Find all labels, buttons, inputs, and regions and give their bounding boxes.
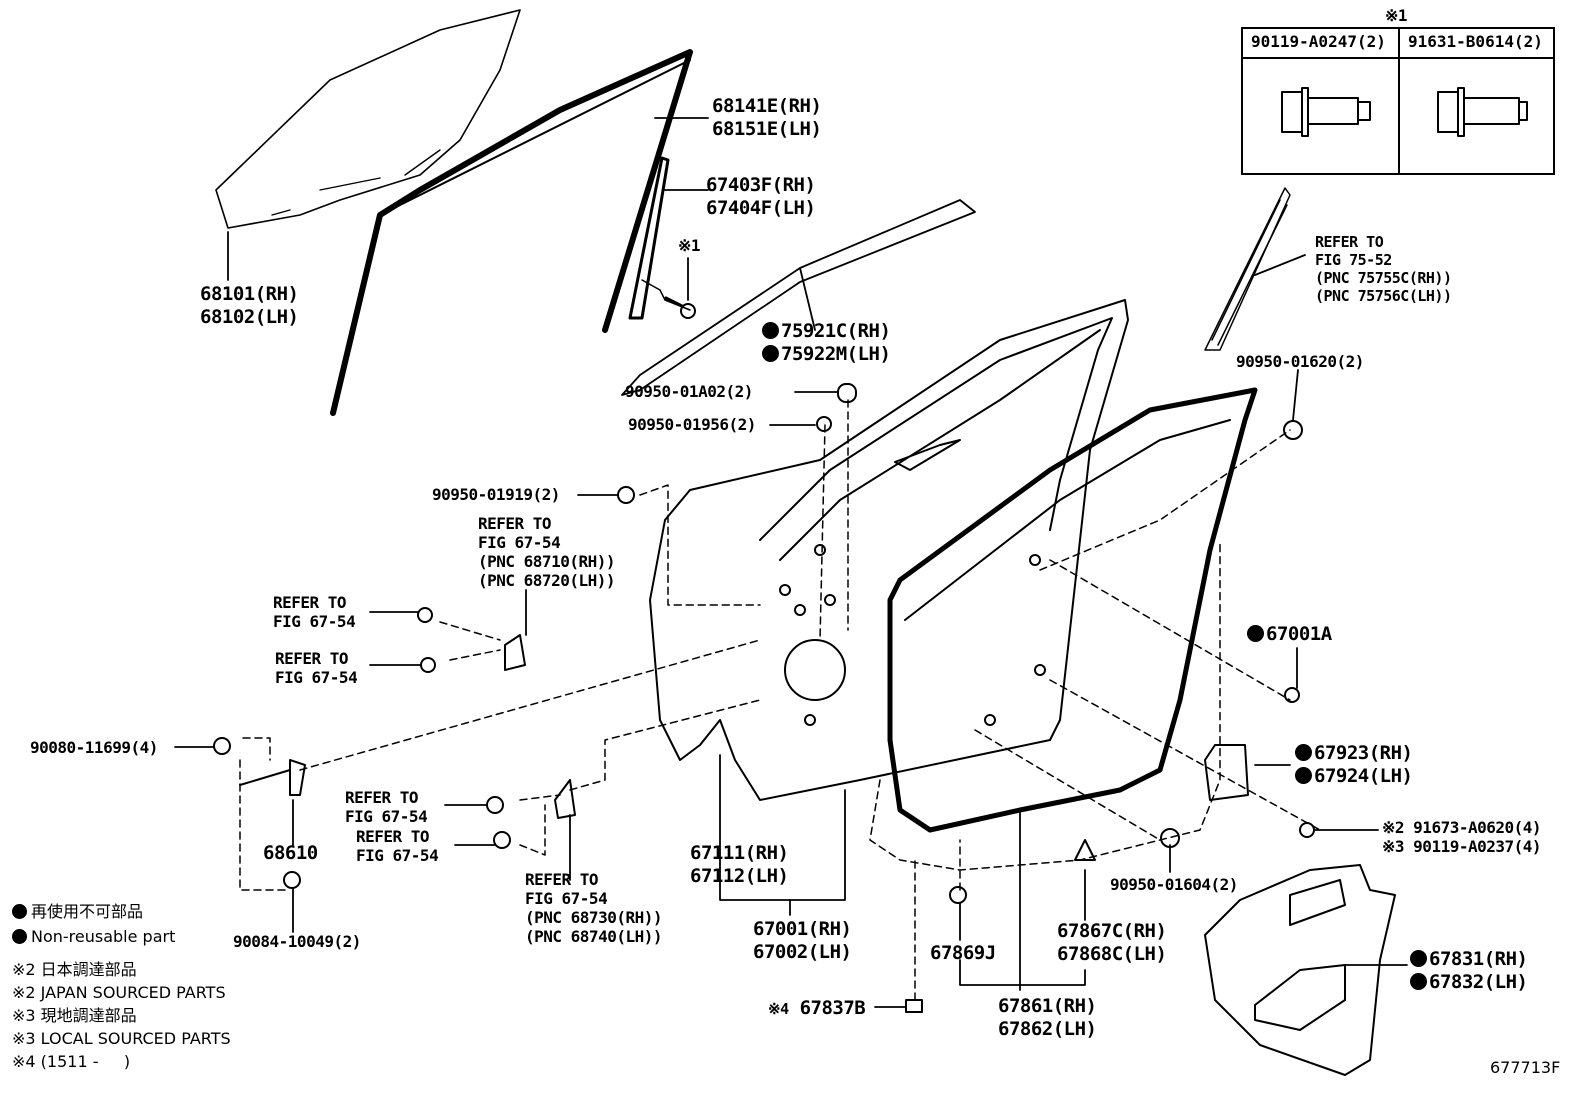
- part-67001a[interactable]: 67001A: [1247, 623, 1332, 646]
- pillar-garnish-drawing: [1204, 187, 1291, 351]
- part-67831[interactable]: 67831(RH)67832(LH): [1410, 948, 1528, 994]
- service-cover-drawing: [1204, 864, 1396, 1076]
- diagram-id: 677713F: [1490, 1058, 1561, 1077]
- door-glass-drawing: [215, 9, 521, 229]
- part-67861[interactable]: 67861(RH)67862(LH): [998, 995, 1097, 1040]
- part-67111[interactable]: 67111(RH)67112(LH): [690, 842, 789, 887]
- part-68610[interactable]: 68610: [263, 842, 318, 864]
- part-91673[interactable]: ※2 91673-A0620(4)※3 90119-A0237(4): [1382, 818, 1542, 856]
- part-67869[interactable]: 67869J: [930, 942, 996, 964]
- bolt-drawing: [664, 296, 696, 319]
- box-col1: 90119-A0247(2): [1251, 32, 1386, 51]
- part-90080-11699[interactable]: 90080-11699(4): [30, 738, 158, 757]
- legend-local-en: ※3 LOCAL SOURCED PARTS: [12, 1029, 231, 1048]
- part-75921[interactable]: 75921C(RH)75922M(LH): [762, 320, 891, 366]
- legend-note4: ※4 (1511 - ): [12, 1052, 131, 1071]
- part-90950-01956[interactable]: 90950-01956(2): [628, 415, 756, 434]
- mark-1: ※1: [678, 236, 701, 255]
- part-68101[interactable]: 68101(RH)68102(LH): [200, 283, 299, 328]
- box-col2: 91631-B0614(2): [1408, 32, 1543, 51]
- part-67001[interactable]: 67001(RH)67002(LH): [753, 918, 852, 963]
- part-67837[interactable]: ※4 67837B: [768, 997, 866, 1019]
- part-67923[interactable]: 67923(RH)67924(LH): [1295, 742, 1413, 788]
- part-67867[interactable]: 67867C(RH)67868C(LH): [1057, 920, 1167, 965]
- legend-japan-en: ※2 JAPAN SOURCED PARTS: [12, 983, 226, 1002]
- door-outer-panel-drawing: [649, 299, 1129, 801]
- division-bar-drawing: [628, 156, 670, 320]
- legend-nonreuse-jp: 再使用不可部品: [12, 902, 143, 922]
- glass-run-drawing: [330, 49, 693, 416]
- part-68141[interactable]: 68141E(RH)68151E(LH): [712, 95, 822, 140]
- door-weatherstrip-drawing: [887, 387, 1258, 833]
- part-90950-01604[interactable]: 90950-01604(2): [1110, 875, 1238, 894]
- fastener-table: 90119-A0247(2) 91631-B0614(2): [1241, 27, 1555, 175]
- part-90950-01a02[interactable]: 90950-01A02(2): [625, 382, 753, 401]
- part-90950-01919[interactable]: 90950-01919(2): [432, 485, 560, 504]
- legend-japan-jp: ※2 日本調達部品: [12, 960, 137, 979]
- legend-local-jp: ※3 現地調達部品: [12, 1006, 137, 1025]
- part-90084-10049[interactable]: 90084-10049(2): [233, 932, 361, 951]
- door-check-drawing: [1204, 744, 1249, 801]
- legend-nonreuse-en: Non-reusable part: [12, 927, 175, 947]
- part-67403[interactable]: 67403F(RH)67404F(LH): [706, 174, 816, 219]
- part-90950-01620[interactable]: 90950-01620(2): [1236, 352, 1364, 371]
- box-mark: ※1: [1385, 6, 1408, 25]
- moulding-drawing: [621, 199, 976, 396]
